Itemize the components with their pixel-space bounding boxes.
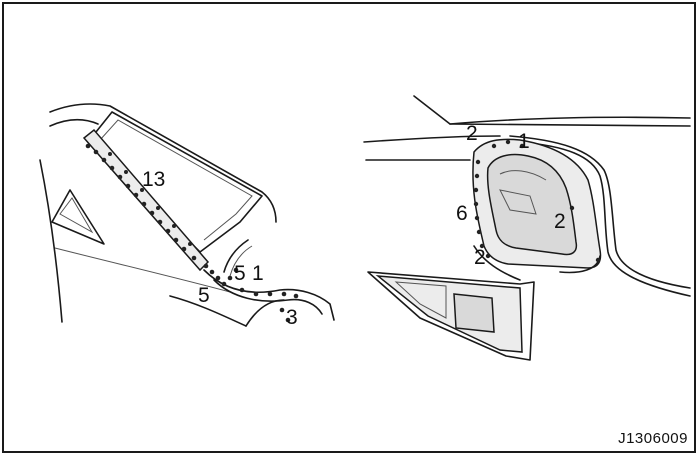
bumper-recess [453,293,495,333]
figure-id-label: J1306009 [618,430,688,447]
pillar-seal-strip [82,128,210,272]
callout-3: 3 [286,306,298,329]
quarter-window [51,189,105,245]
opening-clips-6 [473,139,601,263]
callout-2-right: 2 [554,210,566,233]
callout-5b: 5 [198,284,210,307]
callout-5a: 5 [234,262,246,285]
callout-2-top: 2 [466,122,478,145]
left-view-car-quarter [39,103,335,327]
callout-1-left: 1 [252,262,264,285]
left-callouts: 13 5 1 5 3 [142,168,298,329]
bumper-panel [375,275,523,353]
callout-1-right: 1 [518,130,530,153]
right-view-rear-body [363,95,691,361]
lamp-opening-hole [486,153,578,256]
callout-6: 6 [456,202,468,225]
pillar-clips-13 [85,143,197,261]
right-callouts: 2 1 6 2 2 [456,122,566,269]
callout-13: 13 [142,168,165,191]
lower-clips [203,263,299,323]
callout-2-bottom: 2 [474,246,486,269]
